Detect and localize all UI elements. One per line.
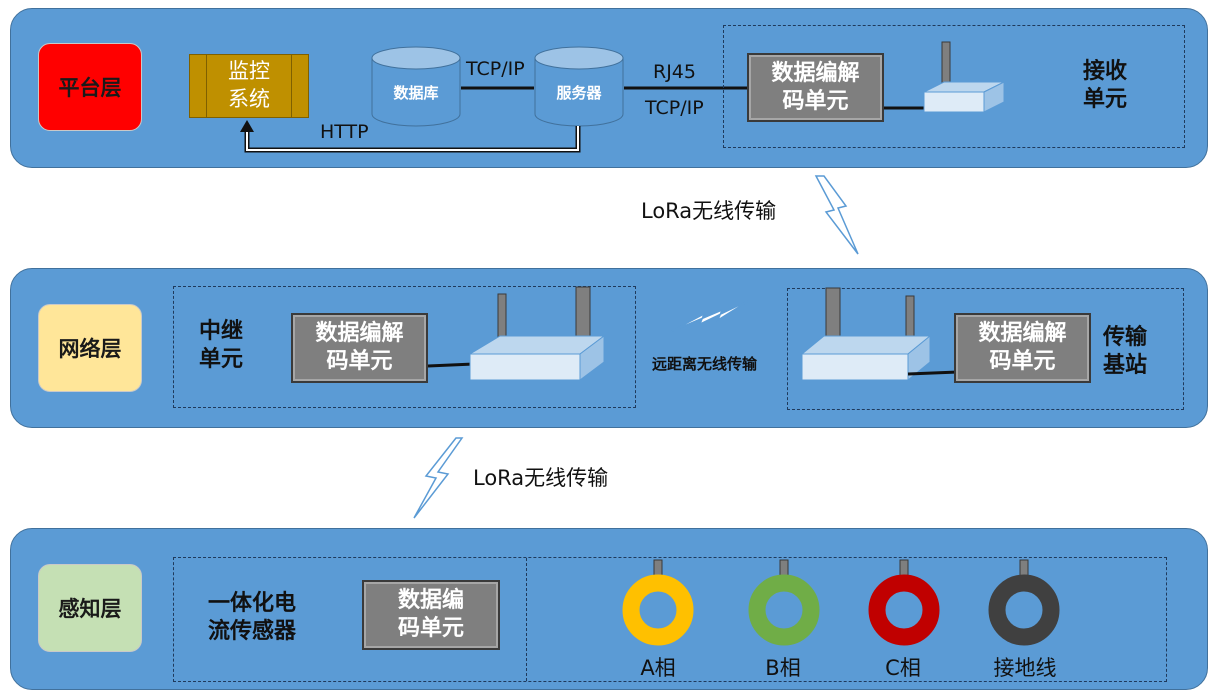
receive-antenna-device	[884, 41, 1005, 113]
tcpip-label-right: TCP/IP	[645, 97, 704, 119]
rj45-label: RJ45	[653, 61, 696, 83]
sensing-layer-label: 感知层	[38, 564, 142, 652]
server-label: 服务器	[556, 84, 602, 102]
sensor-label: 一体化电 流传感器	[208, 591, 297, 644]
platform-layer-label: 平台层	[38, 43, 142, 131]
database-cylinder	[371, 46, 461, 127]
phase-ring-a	[622, 559, 694, 650]
ring-icon-c	[868, 559, 940, 646]
base-station-group	[787, 288, 1184, 410]
relay-antenna-device	[427, 286, 606, 381]
sensing-layer	[10, 528, 1208, 690]
monitor-label-1: 监控	[228, 59, 270, 83]
ring-icon-ground	[988, 559, 1060, 646]
lora-link-top-label: LoRa无线传输	[641, 199, 777, 223]
base-station-antenna-device	[800, 287, 959, 382]
phase-ring-c	[868, 559, 940, 650]
phase-label-ground: 接地线	[993, 656, 1057, 680]
phase-label-b: B相	[765, 656, 801, 680]
database-label: 数据库	[393, 84, 439, 102]
ring-icon-a	[622, 559, 694, 646]
monitor-system: 监控 系统	[189, 54, 309, 118]
lightning-icon-middle	[669, 299, 751, 333]
http-label: HTTP	[320, 121, 369, 143]
sensor-group-divider	[526, 558, 527, 681]
phase-ring-ground	[988, 559, 1060, 650]
tcpip-label-top: TCP/IP	[466, 58, 525, 80]
base-station-label: 传输 基站	[1103, 325, 1148, 378]
receive-unit-group	[723, 25, 1185, 148]
relay-unit-label: 中继 单元	[199, 319, 244, 372]
ring-icon-b	[748, 559, 820, 646]
monitor-label-2: 系统	[228, 87, 270, 111]
network-layer-label: 网络层	[38, 304, 142, 392]
sensor-group	[173, 557, 1167, 682]
phase-label-a: A相	[640, 656, 676, 680]
receive-unit-label: 接收 单元	[1083, 59, 1128, 112]
base-station-codec-unit: 数据编解码单元	[954, 313, 1091, 383]
lightning-icon-top	[814, 175, 859, 255]
lightning-icon-bottom	[413, 437, 464, 519]
sensing-codec-unit: 数据编码单元	[362, 580, 500, 650]
relay-codec-unit: 数据编解码单元	[291, 313, 428, 383]
platform-codec-unit: 数据编解码单元	[747, 53, 884, 122]
relay-unit-group	[173, 286, 636, 408]
phase-ring-b	[748, 559, 820, 650]
server-cylinder	[534, 46, 624, 127]
lora-link-bottom-label: LoRa无线传输	[473, 466, 609, 490]
long-range-label: 远距离无线传输	[652, 355, 758, 373]
phase-label-c: C相	[885, 656, 921, 680]
